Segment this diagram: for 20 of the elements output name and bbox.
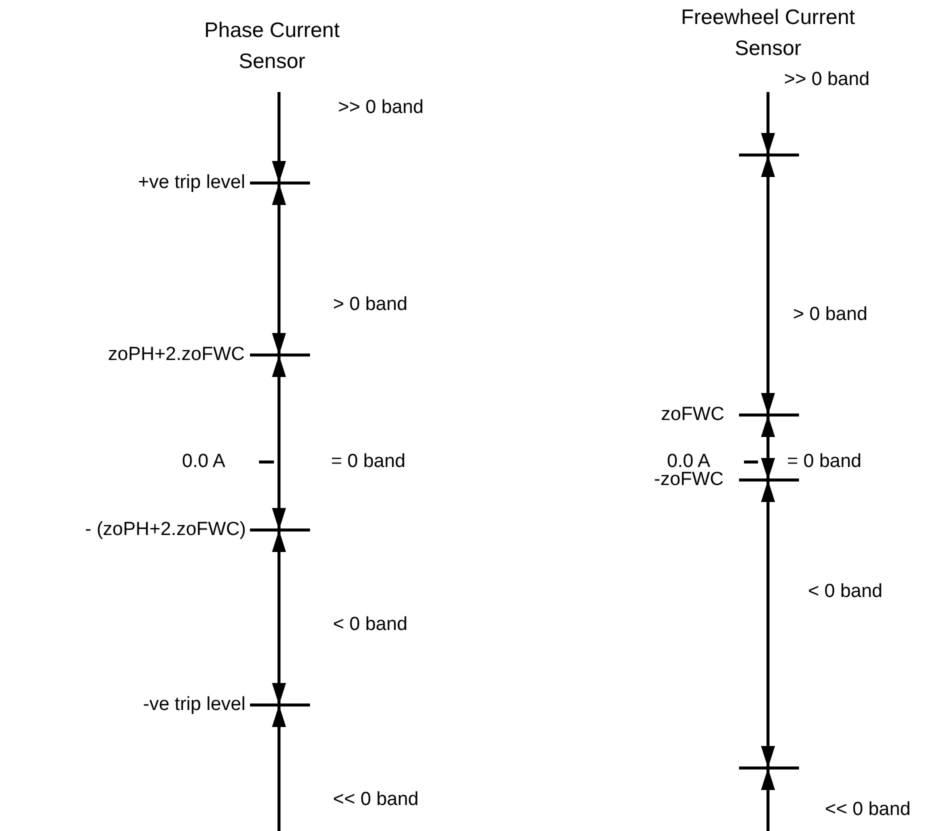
scale-label: << 0 band <box>333 789 419 811</box>
column-heading: Freewheel Current Sensor <box>680 5 856 62</box>
scale-label: zoFWC <box>661 404 724 426</box>
scale-label: >> 0 band <box>338 97 424 119</box>
scale-label: < 0 band <box>808 581 882 603</box>
scale-label: << 0 band <box>825 799 911 821</box>
scale-label: < 0 band <box>333 614 408 636</box>
scale-label: - (zoPH+2.zoFWC) <box>85 519 246 541</box>
column-heading: Phase Current Sensor <box>203 18 341 75</box>
scale-label: +ve trip level <box>138 172 246 194</box>
scale-label: > 0 band <box>333 294 408 316</box>
scale-label: 0.0 A <box>182 451 226 473</box>
scale-label: zoPH+2.zoFWC <box>108 344 245 366</box>
scale-label: -zoFWC <box>654 469 724 491</box>
scale-label: -ve trip level <box>143 694 246 716</box>
scale-label: = 0 band <box>331 451 406 473</box>
scale-label: > 0 band <box>793 304 868 326</box>
scale-label: 0.0 A <box>667 451 710 472</box>
scale-label: = 0 band <box>787 451 862 473</box>
scale-label: >> 0 band <box>784 69 870 91</box>
